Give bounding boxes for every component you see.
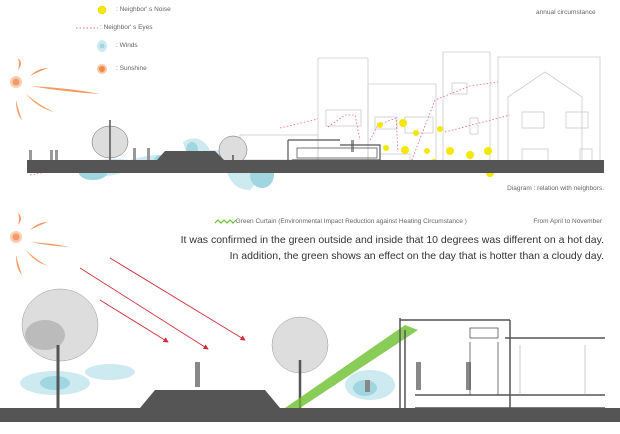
mound-bottom	[140, 390, 280, 408]
mound-top	[157, 151, 224, 160]
diagram-caption: Diagram : relation with neighbors.	[507, 185, 604, 192]
noise-circle-icon	[97, 5, 107, 15]
legend-icons	[76, 5, 107, 74]
legend-eyes-label: : Neighbor' s Eyes	[100, 24, 153, 31]
legend-noise-label: : Neighbor' s Noise	[116, 6, 171, 13]
trees-bottom	[21, 288, 329, 408]
green-curtain-legend-icon	[214, 219, 237, 224]
description-line-1: It was confirmed in the green outside an…	[180, 234, 604, 246]
legend-sunshine-label: : Sunshine	[116, 65, 147, 72]
description-line-2: In addition, the green shows an effect o…	[229, 250, 604, 262]
sun-bottom-icon	[10, 213, 70, 275]
green-curtain	[285, 325, 418, 408]
ground-top	[27, 160, 604, 173]
trees-top	[91, 120, 248, 165]
legend-winds-label: : Winds	[116, 42, 138, 49]
people-top	[29, 140, 354, 164]
green-curtain-label: : Green Curtain (Environmental Impact Re…	[232, 218, 467, 225]
sun-ray-arrows	[79, 257, 246, 350]
neighbor-buildings	[239, 51, 601, 172]
ground-bottom	[0, 408, 620, 422]
people-bottom	[195, 362, 471, 392]
annual-circumstance-label: annual circumstance	[536, 9, 596, 16]
sun-top-icon	[10, 58, 100, 120]
house-section-top	[287, 139, 381, 161]
period-label: From April to November	[533, 218, 602, 225]
house-section-bottom	[399, 318, 605, 409]
